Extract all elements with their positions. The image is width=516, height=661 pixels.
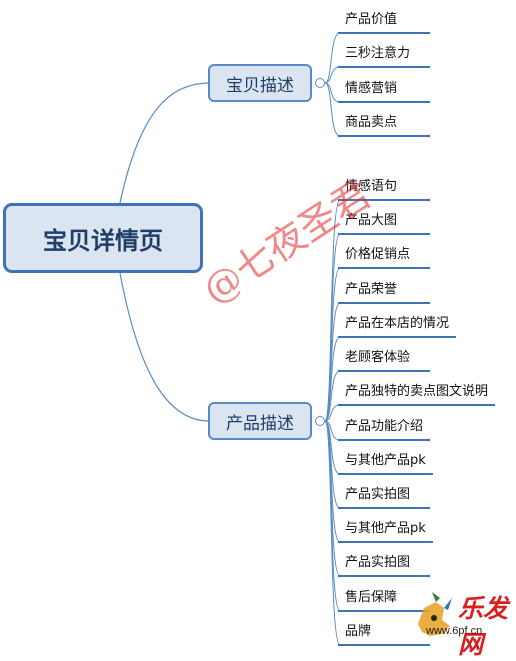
logo-bull-icon	[418, 592, 452, 636]
root-node[interactable]: 宝贝详情页	[3, 203, 203, 273]
leaf-node[interactable]: 与其他产品pk	[345, 453, 426, 468]
branch-node-chanpin-miaoshu[interactable]: 产品描述	[208, 402, 312, 440]
leaf-node[interactable]: 产品实拍图	[345, 555, 411, 570]
leaf-node[interactable]: 产品大图	[345, 213, 398, 228]
leaf-node[interactable]: 产品实拍图	[345, 487, 411, 502]
leaf-node[interactable]: 情感营销	[345, 81, 398, 96]
leaf-node[interactable]: 产品在本店的情况	[345, 316, 450, 331]
leaf-node[interactable]: 情感语句	[345, 179, 398, 194]
leaf-node[interactable]: 三秒注意力	[345, 46, 411, 61]
collapse-toggle-icon[interactable]	[315, 78, 325, 88]
leaf-node[interactable]: 产品功能介绍	[345, 419, 424, 434]
collapse-toggle-icon[interactable]	[315, 416, 325, 426]
logo-url: www.6pf.cn	[426, 625, 483, 637]
leaf-node[interactable]: 品牌	[345, 624, 372, 639]
leaf-node[interactable]: 与其他产品pk	[345, 521, 426, 536]
leaf-node[interactable]: 产品价值	[345, 12, 398, 27]
leaf-node[interactable]: 价格促销点	[345, 247, 411, 262]
branch-node-baobei-miaoshu[interactable]: 宝贝描述	[208, 64, 312, 102]
leaf-node[interactable]: 产品独特的卖点图文说明	[345, 384, 489, 399]
leaf-node[interactable]: 产品荣誉	[345, 282, 398, 297]
leaf-node[interactable]: 商品卖点	[345, 115, 398, 130]
leaf-node[interactable]: 售后保障	[345, 590, 398, 605]
leaf-node[interactable]: 老顾客体验	[345, 350, 411, 365]
